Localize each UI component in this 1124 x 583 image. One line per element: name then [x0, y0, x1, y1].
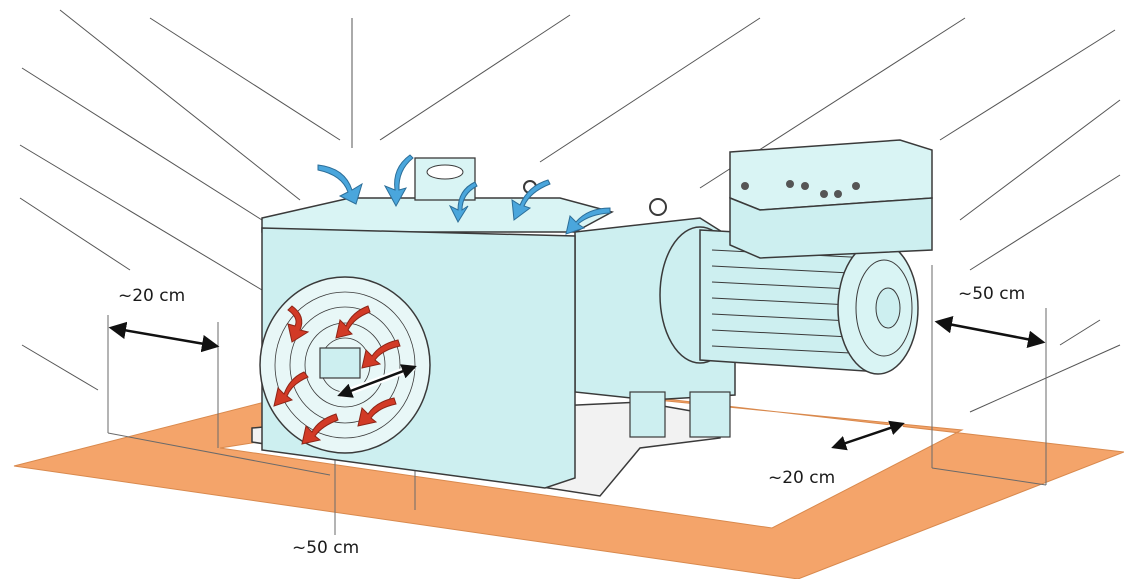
double-headed-arrow-icon [831, 420, 905, 451]
inlet-opening [426, 164, 464, 180]
front-clearance-label: ~50 cm [292, 538, 360, 558]
air-exhaust-arrow-icon [301, 413, 339, 445]
dimension-guide-lines [107, 265, 1047, 535]
pump-housing-top [261, 197, 615, 233]
left-clearance-label: ~20 cm [118, 286, 186, 306]
drive-terminal-box [729, 139, 933, 259]
support-foot [629, 391, 666, 438]
double-headed-arrow-icon [337, 363, 417, 399]
fan-guard [259, 276, 431, 454]
air-intake-arrow-icon [565, 207, 611, 235]
motor [659, 226, 919, 375]
air-exhaust-arrow-icon [335, 305, 371, 339]
air-exhaust-arrow-icon [273, 371, 309, 407]
right-clearance-label: ~50 cm [958, 284, 1026, 304]
air-exhaust-arrow-icon [357, 397, 397, 427]
air-exhaust-arrows [273, 305, 401, 445]
air-intake-arrows [317, 154, 611, 235]
double-headed-arrow-icon [934, 316, 1046, 348]
lifting-eye [649, 198, 667, 216]
air-intake-arrow-icon [448, 181, 478, 224]
air-exhaust-arrow-icon [287, 305, 310, 343]
air-intake-arrow-icon [383, 154, 414, 208]
double-headed-arrow-icon [108, 321, 220, 353]
air-intake-arrow-icon [317, 164, 363, 205]
support-foot [689, 391, 731, 438]
air-intake-arrow-icon [511, 179, 551, 221]
back-clearance-label: ~20 cm [768, 468, 836, 488]
